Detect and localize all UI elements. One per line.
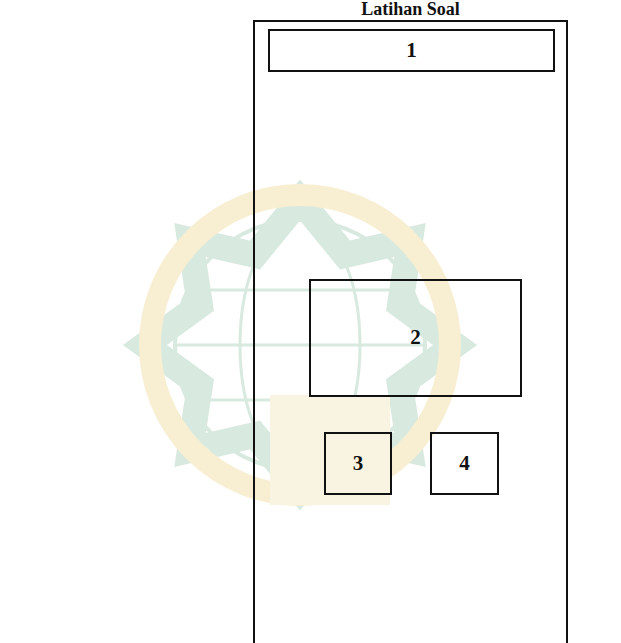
globe-equator — [175, 344, 425, 347]
content-box: 2 — [309, 279, 522, 397]
screen-title: Latihan Soal — [255, 0, 566, 20]
phone-frame: Latihan Soal1234 — [253, 20, 568, 643]
button-box: 3 — [324, 432, 392, 495]
button-box: 4 — [430, 432, 499, 495]
callout-number: 2 — [410, 326, 421, 349]
callout-number: 4 — [459, 452, 470, 475]
header-box: 1 — [268, 29, 555, 72]
logo-emblem — [270, 395, 390, 505]
callout-number: 3 — [353, 452, 364, 475]
callout-number: 1 — [406, 39, 417, 62]
globe-parallel — [190, 289, 410, 292]
